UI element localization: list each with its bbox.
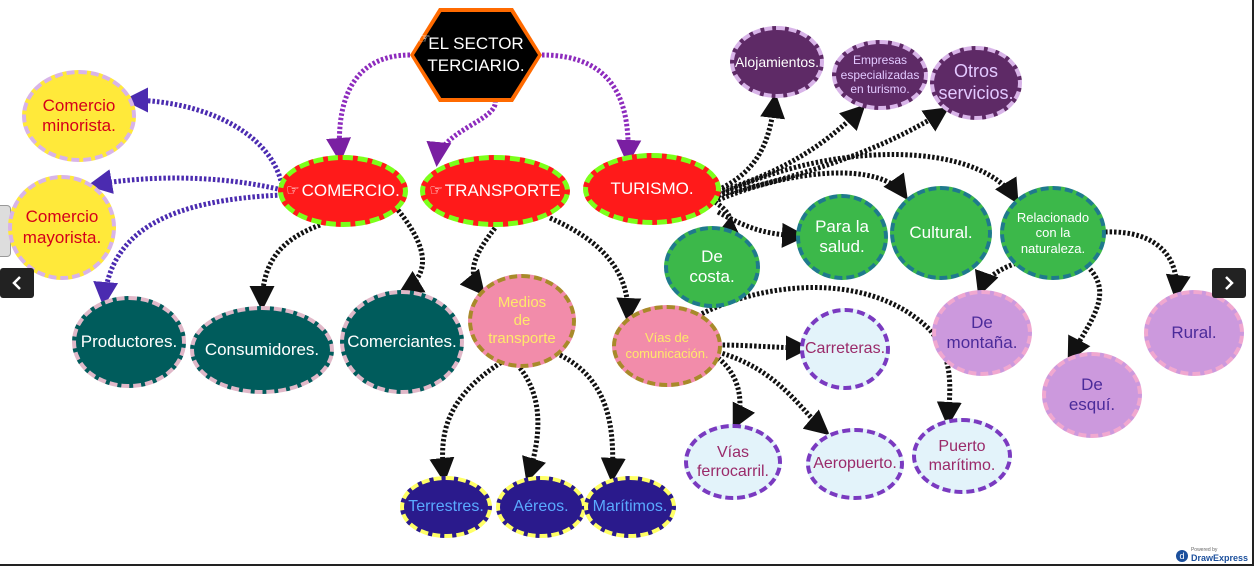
node-carreteras[interactable]: Carreteras.	[800, 308, 890, 390]
edge-comercio-minorista	[123, 87, 285, 186]
node-cultural[interactable]: Cultural.	[890, 186, 992, 280]
edge-vias-carreteras	[717, 335, 811, 361]
edge-comercio-productores	[93, 192, 283, 307]
edge-turismo-alojamientos	[716, 93, 786, 193]
node-terrestres[interactable]: Terrestres.	[400, 476, 492, 538]
node-alojamientos[interactable]: Alojamientos.	[730, 26, 824, 98]
node-puerto-maritimo[interactable]: Puerto marítimo.	[912, 418, 1012, 494]
edge-turismo-naturaleza	[716, 152, 1019, 205]
edge-comercio-mayorista	[87, 169, 283, 194]
edge-medios-maritimos	[558, 352, 626, 483]
node-para-salud[interactable]: Para la salud.	[796, 194, 888, 280]
root-label: EL SECTOR TERCIARIO.	[427, 33, 525, 75]
node-empresas-turismo[interactable]: Empresas especializadas en turismo.	[832, 40, 928, 110]
node-de-montana[interactable]: De montaña.	[932, 290, 1032, 376]
edge-vias-aeropuerto	[717, 349, 830, 436]
watermark-prefix: Powered by	[1190, 547, 1218, 553]
chevron-left-icon	[12, 276, 21, 290]
node-vias-comunicacion[interactable]: Vías de comunicación.	[612, 305, 722, 387]
pointing-hand-icon: ☞	[418, 30, 431, 46]
node-naturaleza[interactable]: Relacionado con la naturaleza.	[1000, 186, 1106, 280]
node-comercio-mayorista[interactable]: Comercio mayorista.	[8, 175, 116, 280]
edge-naturaleza-esqui	[1067, 258, 1103, 363]
edge-transporte-medios	[459, 226, 497, 296]
edge-naturaleza-rural	[1104, 229, 1191, 300]
hand-icon: ☞	[286, 182, 300, 199]
next-button[interactable]	[1212, 268, 1246, 298]
node-transporte[interactable]: ☞TRANSPORTE	[420, 155, 570, 227]
watermark-brand: DrawExpress	[1190, 553, 1248, 563]
node-maritimos[interactable]: Marítimos.	[584, 476, 676, 538]
node-de-esqui[interactable]: De esquí.	[1042, 352, 1142, 438]
node-aeropuerto[interactable]: Aeropuerto.	[806, 428, 904, 500]
drawexpress-logo-icon: d	[1175, 549, 1188, 562]
edge-comercio-consumidores	[249, 222, 321, 311]
edge-transporte-vias	[548, 215, 642, 323]
node-medios-transporte[interactable]: Medios de transporte	[468, 274, 576, 368]
chevron-right-icon	[1225, 276, 1234, 290]
edge-comercio-comerciantes	[396, 208, 426, 295]
node-turismo[interactable]: TURISMO.	[583, 153, 721, 225]
node-rural[interactable]: Rural.	[1144, 290, 1244, 376]
edge-turismo-empresas	[717, 104, 866, 195]
edge-turismo-salud	[716, 209, 807, 248]
edge-root-turismo	[541, 52, 642, 165]
edge-vias-ferrocarril	[716, 356, 756, 430]
prev-button[interactable]	[0, 268, 34, 298]
node-comercio[interactable]: ☞COMERCIO.	[278, 155, 408, 227]
node-de-costa[interactable]: De costa.	[664, 226, 760, 308]
node-comerciantes[interactable]: Comerciantes.	[340, 290, 464, 394]
edge-root-transporte	[426, 99, 498, 167]
edge-turismo-cultural	[717, 170, 908, 203]
edge-naturaleza-montana	[974, 259, 1021, 297]
drawexpress-watermark: d Powered by DrawExpress	[1175, 547, 1248, 563]
node-comercio-minorista[interactable]: Comercio minorista.	[22, 70, 136, 162]
edge-medios-terrestres	[429, 357, 507, 483]
edge-vias-puerto	[688, 285, 962, 427]
root-node[interactable]: EL SECTOR TERCIARIO.	[410, 8, 542, 102]
node-aereos[interactable]: Aéreos.	[496, 476, 586, 538]
node-vias-ferrocarril[interactable]: Vías ferrocarril.	[684, 424, 782, 500]
node-productores[interactable]: Productores.	[72, 296, 186, 388]
hand-icon: ☞	[429, 182, 443, 199]
edge-medios-aereos	[518, 366, 546, 483]
edge-root-comercio	[326, 52, 411, 163]
node-consumidores[interactable]: Consumidores.	[190, 306, 334, 394]
node-otros-servicios[interactable]: Otros servicios.	[930, 46, 1022, 120]
